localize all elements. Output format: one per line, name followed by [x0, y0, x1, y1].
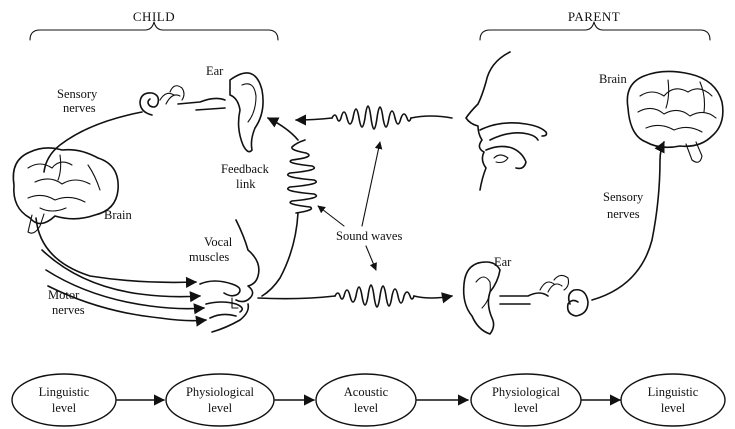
level-1-line2: level — [52, 401, 77, 415]
feedback-wave — [288, 140, 317, 213]
level-5-line2: level — [661, 401, 686, 415]
levels-row: Linguistic level Physiological level Aco… — [12, 374, 725, 426]
motor-label-2: nerves — [52, 303, 85, 317]
vocal-label-1: Vocal — [204, 235, 233, 249]
upper-path-left — [296, 118, 332, 120]
child-ear-icon — [140, 73, 263, 152]
child-sensory-label-1: Sensory — [57, 87, 98, 101]
lower-path-right — [414, 296, 452, 298]
sound-waves-label: Sound waves — [336, 229, 402, 243]
parent-ear-label: Ear — [494, 255, 512, 269]
level-linguistic-parent: Linguistic level — [621, 374, 725, 426]
level-linguistic-child: Linguistic level — [12, 374, 116, 426]
level-physiological-parent: Physiological level — [471, 374, 581, 426]
feedback-label-2: link — [236, 177, 256, 191]
motor-label-1: Motor — [48, 288, 80, 302]
level-4-line1: Physiological — [492, 385, 561, 399]
child-brain-icon — [13, 148, 118, 233]
level-5-line1: Linguistic — [648, 385, 699, 399]
level-4-line2: level — [514, 401, 539, 415]
parent-ear-icon — [464, 262, 588, 334]
parent-brain-label: Brain — [599, 72, 628, 86]
motor-nerve-1 — [36, 218, 196, 282]
level-1-line1: Linguistic — [39, 385, 90, 399]
feedback-label-1: Feedback — [221, 162, 270, 176]
level-3-line2: level — [354, 401, 379, 415]
level-2-line1: Physiological — [186, 385, 255, 399]
parent-sensory-label-1: Sensory — [603, 190, 644, 204]
level-physiological-child: Physiological level — [166, 374, 274, 426]
level-2-line2: level — [208, 401, 233, 415]
sound-waves-arrow-down — [366, 246, 376, 270]
feedback-arrow-up — [268, 118, 298, 140]
upper-sound-wave — [332, 106, 411, 129]
feedback-line-down — [262, 213, 298, 296]
parent-brain-icon — [627, 71, 723, 162]
parent-brace — [480, 22, 710, 40]
lower-sound-wave — [335, 285, 414, 307]
lower-path-left — [258, 296, 335, 299]
child-brain-label: Brain — [104, 208, 133, 222]
parent-sensory-nerve — [592, 142, 664, 300]
parent-sensory-label-2: nerves — [607, 207, 640, 221]
level-acoustic: Acoustic level — [316, 374, 416, 426]
vocal-label-2: muscles — [189, 250, 229, 264]
upper-path-right — [411, 116, 452, 118]
level-3-line1: Acoustic — [344, 385, 389, 399]
sound-waves-arrow-feedback — [318, 206, 344, 226]
sound-waves-arrow-up — [362, 142, 380, 226]
child-sensory-label-2: nerves — [63, 101, 96, 115]
parent-face-icon — [466, 52, 547, 190]
child-ear-label: Ear — [206, 64, 224, 78]
child-brace — [30, 22, 278, 40]
